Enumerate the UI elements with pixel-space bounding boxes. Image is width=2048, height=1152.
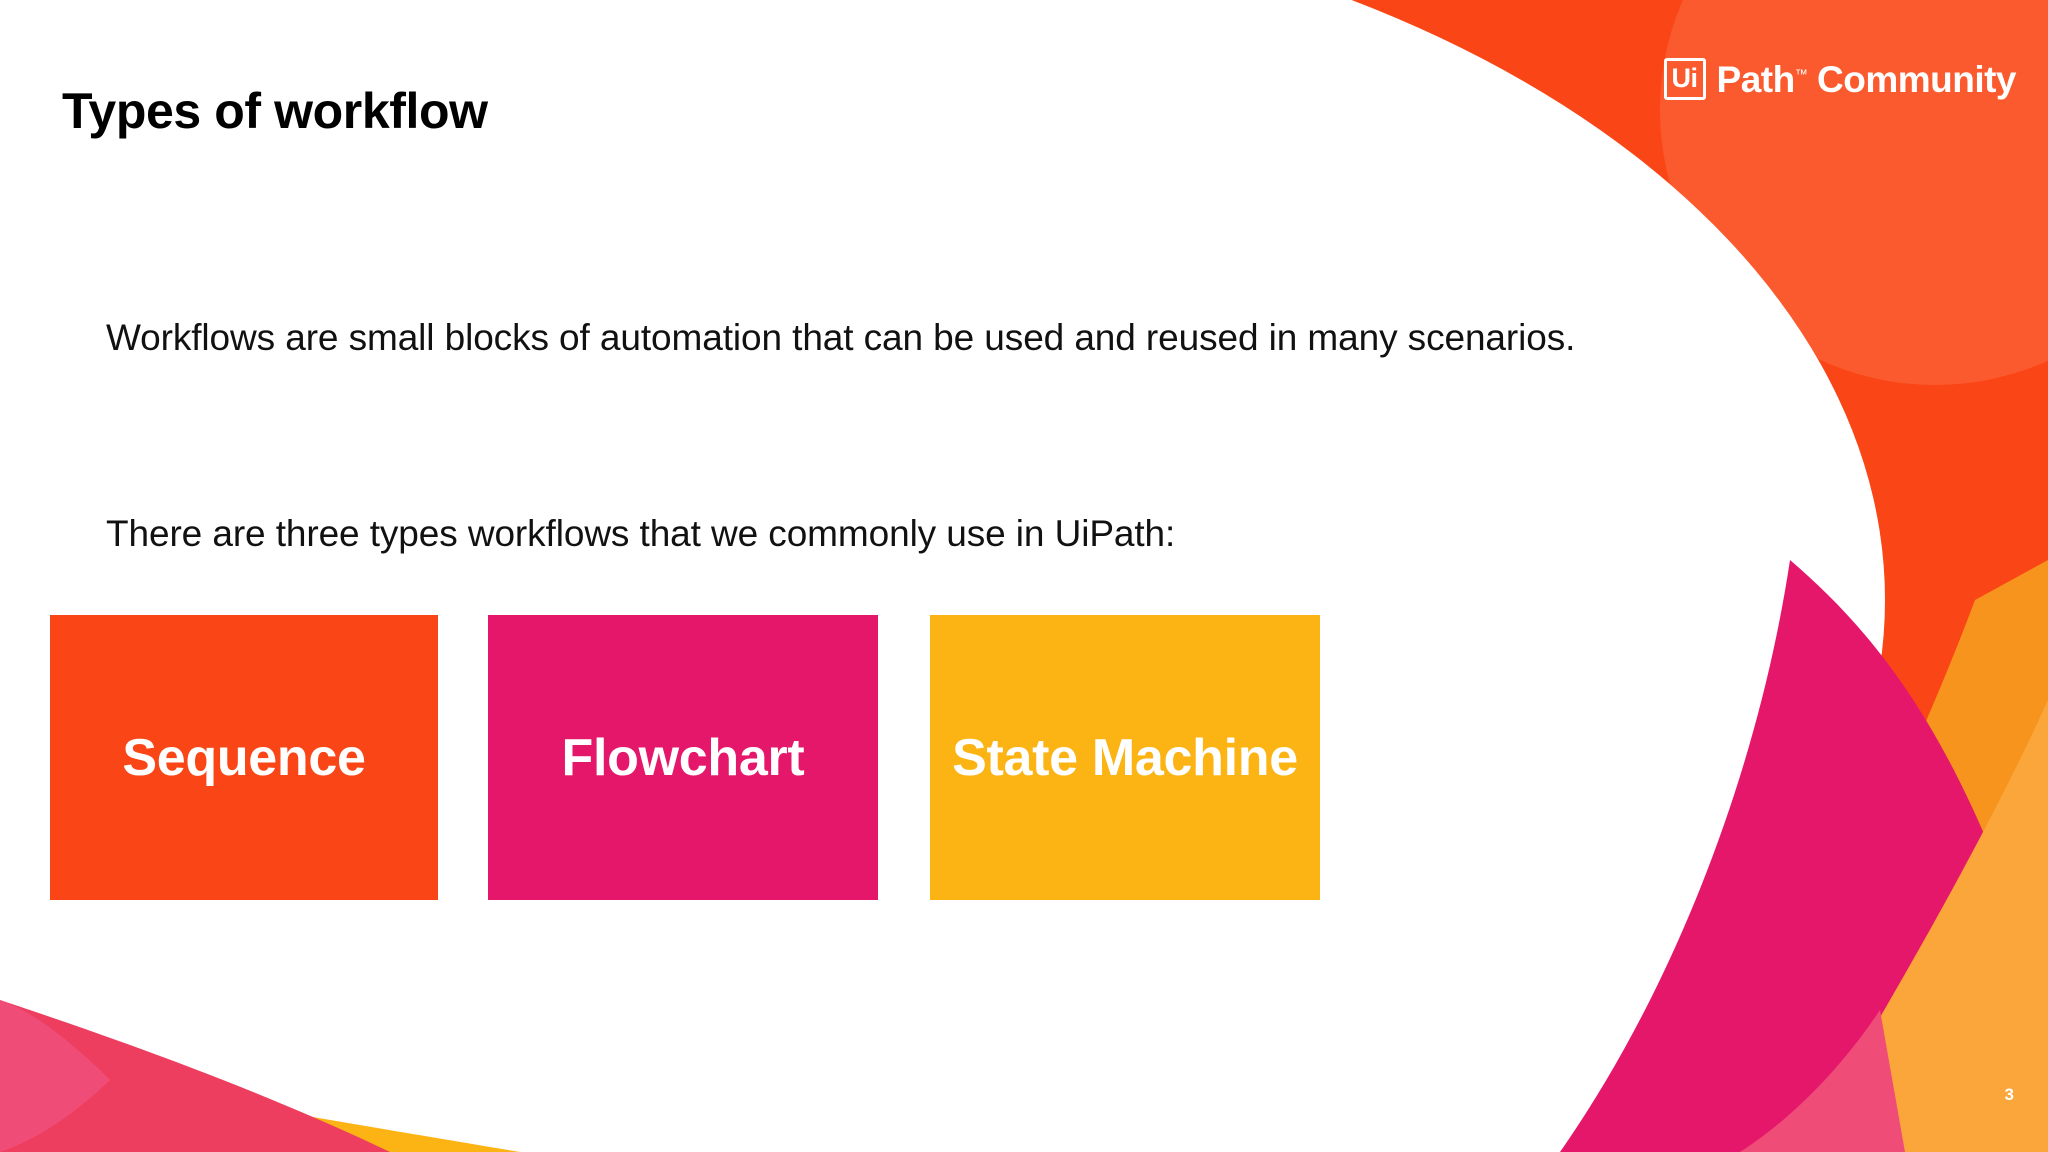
- uipath-logo-wordmark-path: Path: [1716, 58, 1796, 100]
- workflow-type-boxes: Sequence Flowchart State Machine: [50, 615, 1320, 900]
- workflow-type-label-state-machine: State Machine: [952, 728, 1298, 787]
- workflow-type-label-sequence: Sequence: [122, 728, 366, 787]
- workflow-type-label-flowchart: Flowchart: [561, 728, 805, 787]
- uipath-logo-wordmark-community: Community: [1807, 58, 2017, 100]
- page-number: 3: [2004, 1085, 2014, 1104]
- trademark-icon: ™: [1794, 66, 1808, 82]
- uipath-logo-mark-text: Ui: [1671, 62, 1699, 93]
- uipath-logo-wordmark: Path™ Community: [1716, 58, 2017, 100]
- workflow-type-box-flowchart[interactable]: Flowchart: [488, 615, 878, 900]
- page-title: Types of workflow: [62, 82, 488, 139]
- body-paragraph-1: Workflows are small blocks of automation…: [106, 317, 1576, 358]
- uipath-community-logo: Ui Path™ Community: [1663, 56, 2017, 102]
- workflow-type-box-sequence[interactable]: Sequence: [50, 615, 438, 900]
- body-paragraph-2: There are three types workflows that we …: [106, 513, 1176, 554]
- uipath-logo-mark-icon: Ui: [1663, 58, 1706, 100]
- workflow-type-box-state-machine[interactable]: State Machine: [930, 615, 1320, 900]
